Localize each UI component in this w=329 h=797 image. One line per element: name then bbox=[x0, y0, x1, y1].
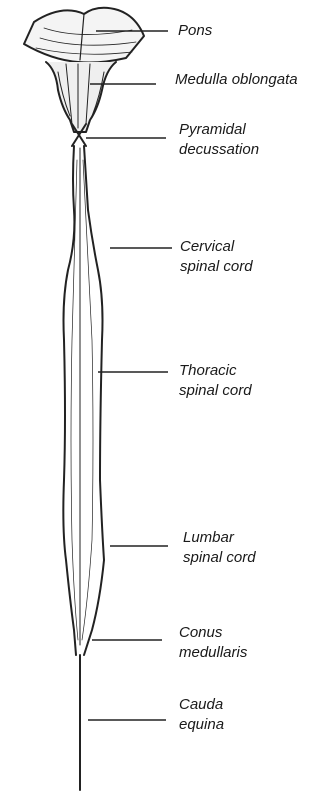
label-thoracic-line2: spinal cord bbox=[179, 381, 252, 401]
label-pyramidal-line1: Pyramidal bbox=[179, 120, 259, 140]
label-cauda-line2: equina bbox=[179, 715, 224, 735]
label-thoracic-spinal-cord: Thoracic spinal cord bbox=[179, 361, 252, 401]
label-medulla-line1: Medulla oblongata bbox=[175, 70, 298, 90]
label-conus-line2: medullaris bbox=[179, 643, 247, 663]
label-lumbar-spinal-cord: Lumbar spinal cord bbox=[183, 528, 256, 568]
label-cervical-line2: spinal cord bbox=[180, 257, 253, 277]
label-lumbar-line2: spinal cord bbox=[183, 548, 256, 568]
label-pyramidal-decussation: Pyramidal decussation bbox=[179, 120, 259, 160]
label-thoracic-line1: Thoracic bbox=[179, 361, 252, 381]
label-medulla-oblongata: Medulla oblongata bbox=[175, 70, 298, 90]
label-cauda-line1: Cauda bbox=[179, 695, 224, 715]
label-cervical-spinal-cord: Cervical spinal cord bbox=[180, 237, 253, 277]
medulla-shape bbox=[46, 62, 116, 132]
label-pons: Pons bbox=[178, 21, 212, 41]
label-pyramidal-line2: decussation bbox=[179, 140, 259, 160]
label-conus-line1: Conus bbox=[179, 623, 247, 643]
spinal-cord-left-edge bbox=[63, 146, 76, 655]
label-lumbar-line1: Lumbar bbox=[183, 528, 256, 548]
label-cauda-equina: Cauda equina bbox=[179, 695, 224, 735]
spinal-cord-right-edge bbox=[84, 146, 104, 655]
label-conus-medullaris: Conus medullaris bbox=[179, 623, 247, 663]
label-pons-line1: Pons bbox=[178, 21, 212, 41]
label-cervical-line1: Cervical bbox=[180, 237, 253, 257]
